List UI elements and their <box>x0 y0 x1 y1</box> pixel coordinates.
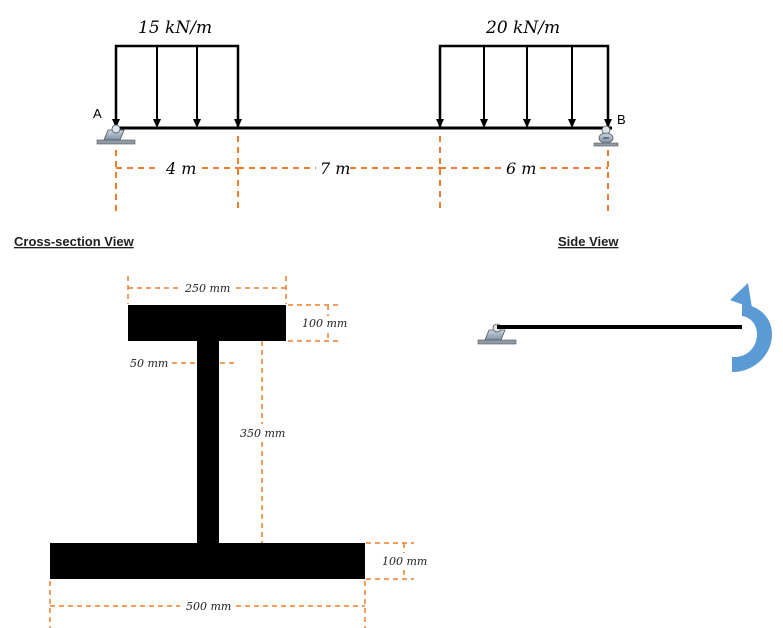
side-view-heading: Side View <box>558 234 619 249</box>
distributed-load-left <box>112 44 242 130</box>
span-3-label: 6 m <box>506 159 536 178</box>
web <box>197 341 219 543</box>
side-view <box>477 283 772 372</box>
web-height-label: 350 mm <box>240 427 285 440</box>
support-a-label: A <box>93 106 102 121</box>
distributed-load-right <box>436 44 612 130</box>
bottom-flange-thickness-label: 100 mm <box>382 555 427 568</box>
span-dimensions <box>115 136 609 212</box>
span-1-label: 4 m <box>165 159 196 178</box>
beam-diagram: 15 kN/m 20 kN/m A <box>93 18 626 212</box>
pin-support-icon <box>96 124 136 145</box>
web-thickness-label: 50 mm <box>130 357 168 370</box>
roller-support-icon <box>593 125 619 147</box>
load-left-label: 15 kN/m <box>138 18 212 38</box>
top-flange-thickness-label: 100 mm <box>302 317 347 330</box>
i-beam-cross-section <box>50 305 365 579</box>
section-dimensions <box>49 276 414 628</box>
bottom-flange <box>50 543 365 579</box>
moment-arrow-icon <box>730 283 772 372</box>
load-right-label: 20 kN/m <box>485 18 560 38</box>
span-2-label: 7 m <box>320 159 350 178</box>
bottom-flange-width-label: 500 mm <box>186 600 231 613</box>
cross-section-heading: Cross-section View <box>14 234 135 249</box>
support-b-label: B <box>617 112 626 127</box>
top-flange <box>128 305 286 341</box>
top-flange-width-label: 250 mm <box>184 282 230 295</box>
